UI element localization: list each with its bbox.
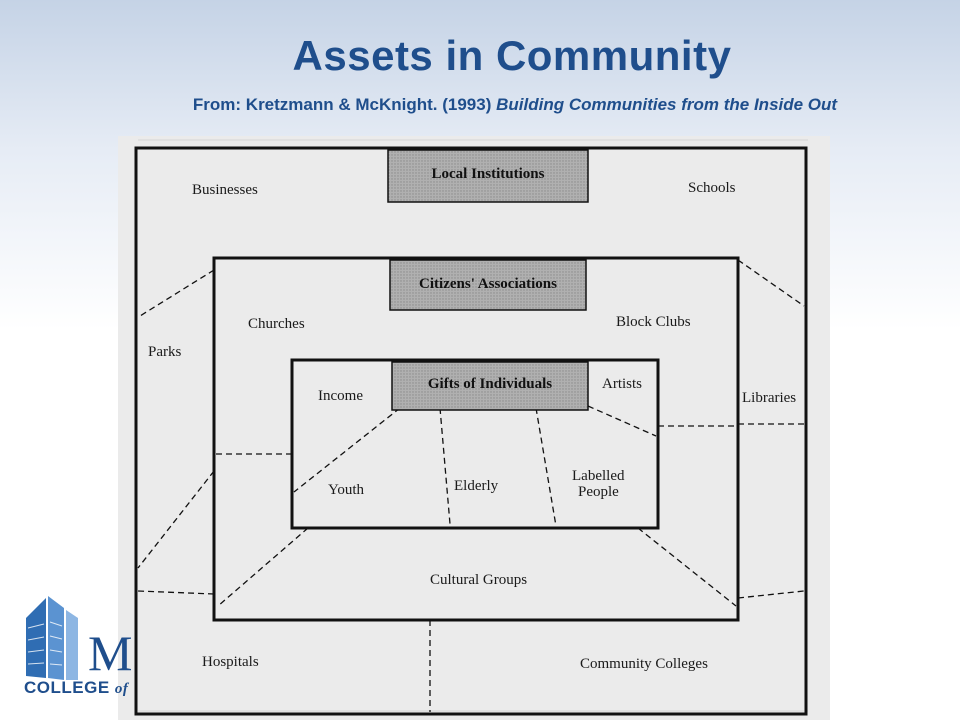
citizens-associations-label: Citizens' Associations	[419, 276, 557, 292]
local-institutions-label: Local Institutions	[432, 166, 545, 182]
labelled-people-label-line2: People	[578, 484, 619, 500]
citizens-associations-box	[389, 259, 587, 311]
gifts-of-individuals-label: Gifts of Individuals	[428, 376, 552, 392]
middle-box	[212, 256, 740, 622]
outer-box	[134, 146, 808, 716]
subtitle-book-title: Building Communities from the Inside Out	[496, 95, 838, 114]
logo-college-text: COLLEGE	[24, 678, 110, 697]
businesses-label: Businesses	[192, 182, 258, 198]
income-label: Income	[318, 388, 363, 404]
slide-title: Assets in Community	[292, 32, 732, 79]
block-clubs-label: Block Clubs	[616, 314, 691, 330]
labelled-people-label-line1: Labelled	[572, 468, 625, 484]
libraries-label: Libraries	[742, 390, 796, 406]
artists-label: Artists	[602, 376, 642, 392]
college-logo	[22, 588, 122, 698]
logo-wordmark: COLLEGE of	[24, 678, 128, 698]
local-institutions-box	[387, 149, 589, 203]
community-colleges-label: Community Colleges	[580, 656, 708, 672]
schools-label: Schools	[688, 180, 736, 196]
cultural-groups-label: Cultural Groups	[430, 572, 527, 588]
hospitals-label: Hospitals	[202, 654, 259, 670]
slide-subtitle: From: Kretzmann & McKnight. (1993) Build…	[115, 94, 915, 115]
inner-box	[290, 358, 660, 530]
subtitle-source: From: Kretzmann & McKnight. (1993)	[192, 95, 492, 114]
gifts-of-individuals-box	[391, 361, 589, 411]
churches-label: Churches	[248, 316, 305, 332]
asset-map-diagram: Local Institutions Citizens' Association…	[118, 136, 830, 720]
youth-label: Youth	[328, 482, 364, 498]
building-logo-icon	[26, 596, 78, 680]
logo-of-text: of	[114, 681, 129, 697]
dashed-dividers	[137, 259, 805, 712]
logo-letter: M	[88, 625, 133, 681]
elderly-label: Elderly	[454, 478, 499, 494]
parks-label: Parks	[148, 344, 181, 360]
asset-map-svg: Local Institutions Citizens' Association…	[118, 136, 830, 720]
